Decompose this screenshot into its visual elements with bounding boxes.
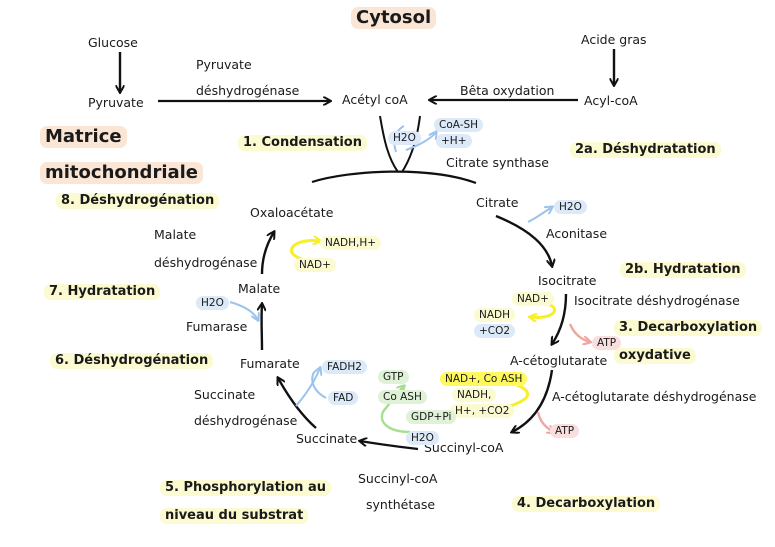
icdh-atp-arrow [568, 323, 590, 342]
scs-gdp-pi: GDP+Pi [406, 410, 457, 424]
beta-oxidation-label: Bêta oxydation [460, 83, 555, 98]
icdh-nad: NAD+ [512, 292, 554, 306]
fumarate-label: Fumarate [240, 356, 300, 371]
scs-h2o: H2O [406, 431, 439, 445]
citrate-label: Citrate [476, 195, 519, 210]
step-5-substrate-phosphorylation-line2: niveau du substrat [160, 508, 309, 524]
akgdh-nadh: NADH, [452, 388, 497, 402]
acetyl-coa-label: Acétyl coA [342, 92, 408, 107]
condensation-h2o: H2O [388, 131, 421, 145]
step-3-oxidative-decarboxylation-line2: oxydative [614, 348, 696, 364]
condensation-coash: CoA-SH [434, 118, 484, 132]
fumarase-h2o: H2O [196, 296, 229, 310]
malate-dehydrogenase-line2: déshydrogénase [154, 255, 258, 270]
aconitase-water-arrow [527, 207, 552, 223]
isocitrate-dehydrogenase-label: Isocitrate déshydrogénase [574, 293, 740, 308]
glucose-label: Glucose [88, 35, 138, 50]
step-3-oxidative-decarboxylation-line1: 3. Decarboxylation [614, 320, 763, 336]
pdh-label-line1: Pyruvate [196, 57, 252, 72]
succinate-dehydrogenase-line1: Succinate [194, 387, 256, 402]
step-2a-dehydration: 2a. Déshydratation [570, 142, 721, 158]
step-4-decarboxylation: 4. Decarboxylation [512, 496, 661, 512]
succinyl-coa-synthetase-line1: Succinyl-coA [358, 471, 438, 486]
akgdh-atp: ATP [550, 424, 580, 438]
acyl-coa-label: Acyl-coA [584, 93, 638, 108]
step-6-dehydrogenation: 6. Déshydrogénation [50, 353, 214, 369]
aconitase-label: Aconitase [546, 226, 608, 241]
oxaloacetate-label: Oxaloacétate [250, 205, 334, 220]
succinyl-coa-label: Succinyl-coA [424, 440, 504, 455]
sdh-fad-arrow [295, 368, 327, 407]
malate-dehydrogenase-line1: Malate [154, 227, 197, 242]
pdh-label-line2: déshydrogénase [196, 83, 300, 98]
aconitase-h2o: H2O [554, 200, 587, 214]
sdh-fadh2: FADH2 [322, 360, 367, 374]
cycle-arrows [262, 214, 568, 451]
akg-dehydrogenase-label: A-cétoglutarate déshydrogénase [552, 389, 757, 404]
fumarase-water-arrow [229, 301, 258, 320]
succinate-label: Succinate [296, 431, 358, 446]
cytosol-title: Cytosol [351, 7, 437, 29]
scs-coash: Co ASH [378, 390, 427, 404]
icdh-co2: +CO2 [474, 324, 516, 338]
isocitrate-label: Isocitrate [538, 273, 597, 288]
icdh-atp: ATP [592, 336, 622, 350]
fatty-acid-label: Acide gras [581, 32, 647, 47]
step-2b-hydration: 2b. Hydratation [620, 262, 746, 278]
succinate-dehydrogenase-line2: déshydrogénase [194, 413, 298, 428]
citrate-synthase-label: Citrate synthase [446, 155, 549, 170]
scs-gtp: GTP [378, 370, 409, 384]
malate-label: Malate [238, 281, 281, 296]
step-7-hydration: 7. Hydratation [44, 284, 161, 300]
matrix-label-line1: Matrice [40, 126, 127, 148]
condensation-h-plus: +H+ [436, 134, 472, 148]
akgdh-h-co2: H+, +CO2 [450, 404, 515, 418]
sdh-fad: FAD [328, 391, 359, 405]
step-5-substrate-phosphorylation-line1: 5. Phosphorylation au [160, 480, 331, 496]
fumarase-label: Fumarase [186, 319, 248, 334]
pyruvate-label: Pyruvate [88, 95, 144, 110]
alpha-ketoglutarate-label: A-cétoglutarate [510, 353, 608, 368]
step-8-dehydrogenation: 8. Déshydrogénation [56, 193, 220, 209]
mdh-nad: NAD+ [294, 258, 336, 272]
icdh-nadh: NADH [474, 308, 516, 322]
akgdh-nad-coash: NAD+, Co ASH [440, 372, 528, 386]
step-1-condensation: 1. Condensation [238, 135, 367, 151]
mdh-nadh: NADH,H+ [320, 236, 382, 250]
matrix-label-line2: mitochondriale [40, 162, 204, 184]
succinyl-coa-synthetase-line2: synthétase [366, 497, 436, 512]
